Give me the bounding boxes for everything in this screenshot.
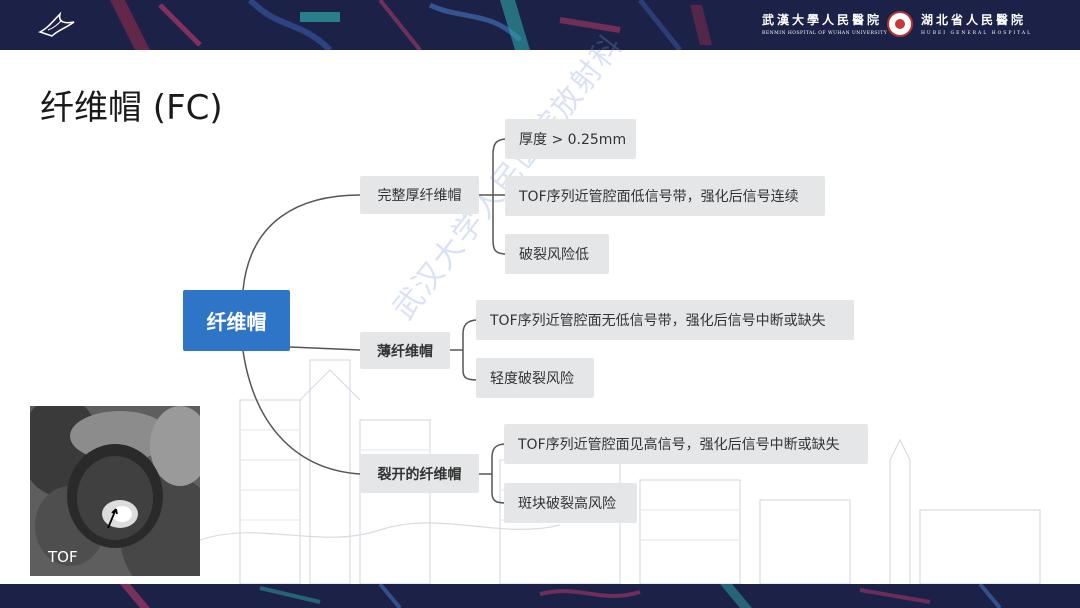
leaf-ruptured-risk: 斑块破裂高风险	[504, 483, 637, 523]
header-decoration	[110, 0, 712, 50]
hospital-name-1: 武漢大學人民醫院 RENMIN HOSPITAL OF WUHAN UNIVER…	[762, 11, 887, 36]
hospital-name-1-en: RENMIN HOSPITAL OF WUHAN UNIVERSITY	[762, 31, 888, 36]
leaf-thickness: 厚度 > 0.25mm	[505, 119, 636, 159]
hospital-emblem-icon	[887, 11, 913, 37]
header-bar: 武漢大學人民醫院 RENMIN HOSPITAL OF WUHAN UNIVER…	[0, 0, 1080, 50]
footer-decoration	[120, 584, 1002, 608]
leaf-intact-tof: TOF序列近管腔面低信号带，强化后信号连续	[505, 176, 825, 216]
logo-icon	[38, 11, 75, 37]
branch-intact-thick-cap: 完整厚纤维帽	[360, 176, 479, 214]
leaf-intact-risk: 破裂风险低	[505, 234, 609, 274]
hospital-name-2-en: HUBEI GENERAL HOSPITAL	[921, 31, 1033, 36]
mindmap-root: 纤维帽	[183, 290, 290, 351]
tof-image-label: TOF	[48, 548, 78, 566]
hospital-name-2: 湖北省人民醫院 HUBEI GENERAL HOSPITAL	[921, 11, 1032, 36]
tof-mri-image: TOF	[30, 406, 200, 576]
footer-bar	[0, 584, 1080, 608]
leaf-thin-tof: TOF序列近管腔面无低信号带，强化后信号中断或缺失	[476, 300, 854, 340]
branch-ruptured-cap: 裂开的纤维帽	[360, 454, 479, 493]
leaf-thin-risk: 轻度破裂风险	[476, 358, 594, 398]
leaf-ruptured-tof: TOF序列近管腔面见高信号，强化后信号中断或缺失	[504, 424, 868, 464]
hospital-name-1-cn: 武漢大學人民醫院	[762, 13, 883, 27]
mri-illustration	[30, 406, 200, 576]
hospital-name-2-cn: 湖北省人民醫院	[921, 13, 1027, 27]
slide-title: 纤维帽 (FC)	[40, 88, 223, 128]
branch-thin-cap: 薄纤维帽	[360, 332, 450, 369]
